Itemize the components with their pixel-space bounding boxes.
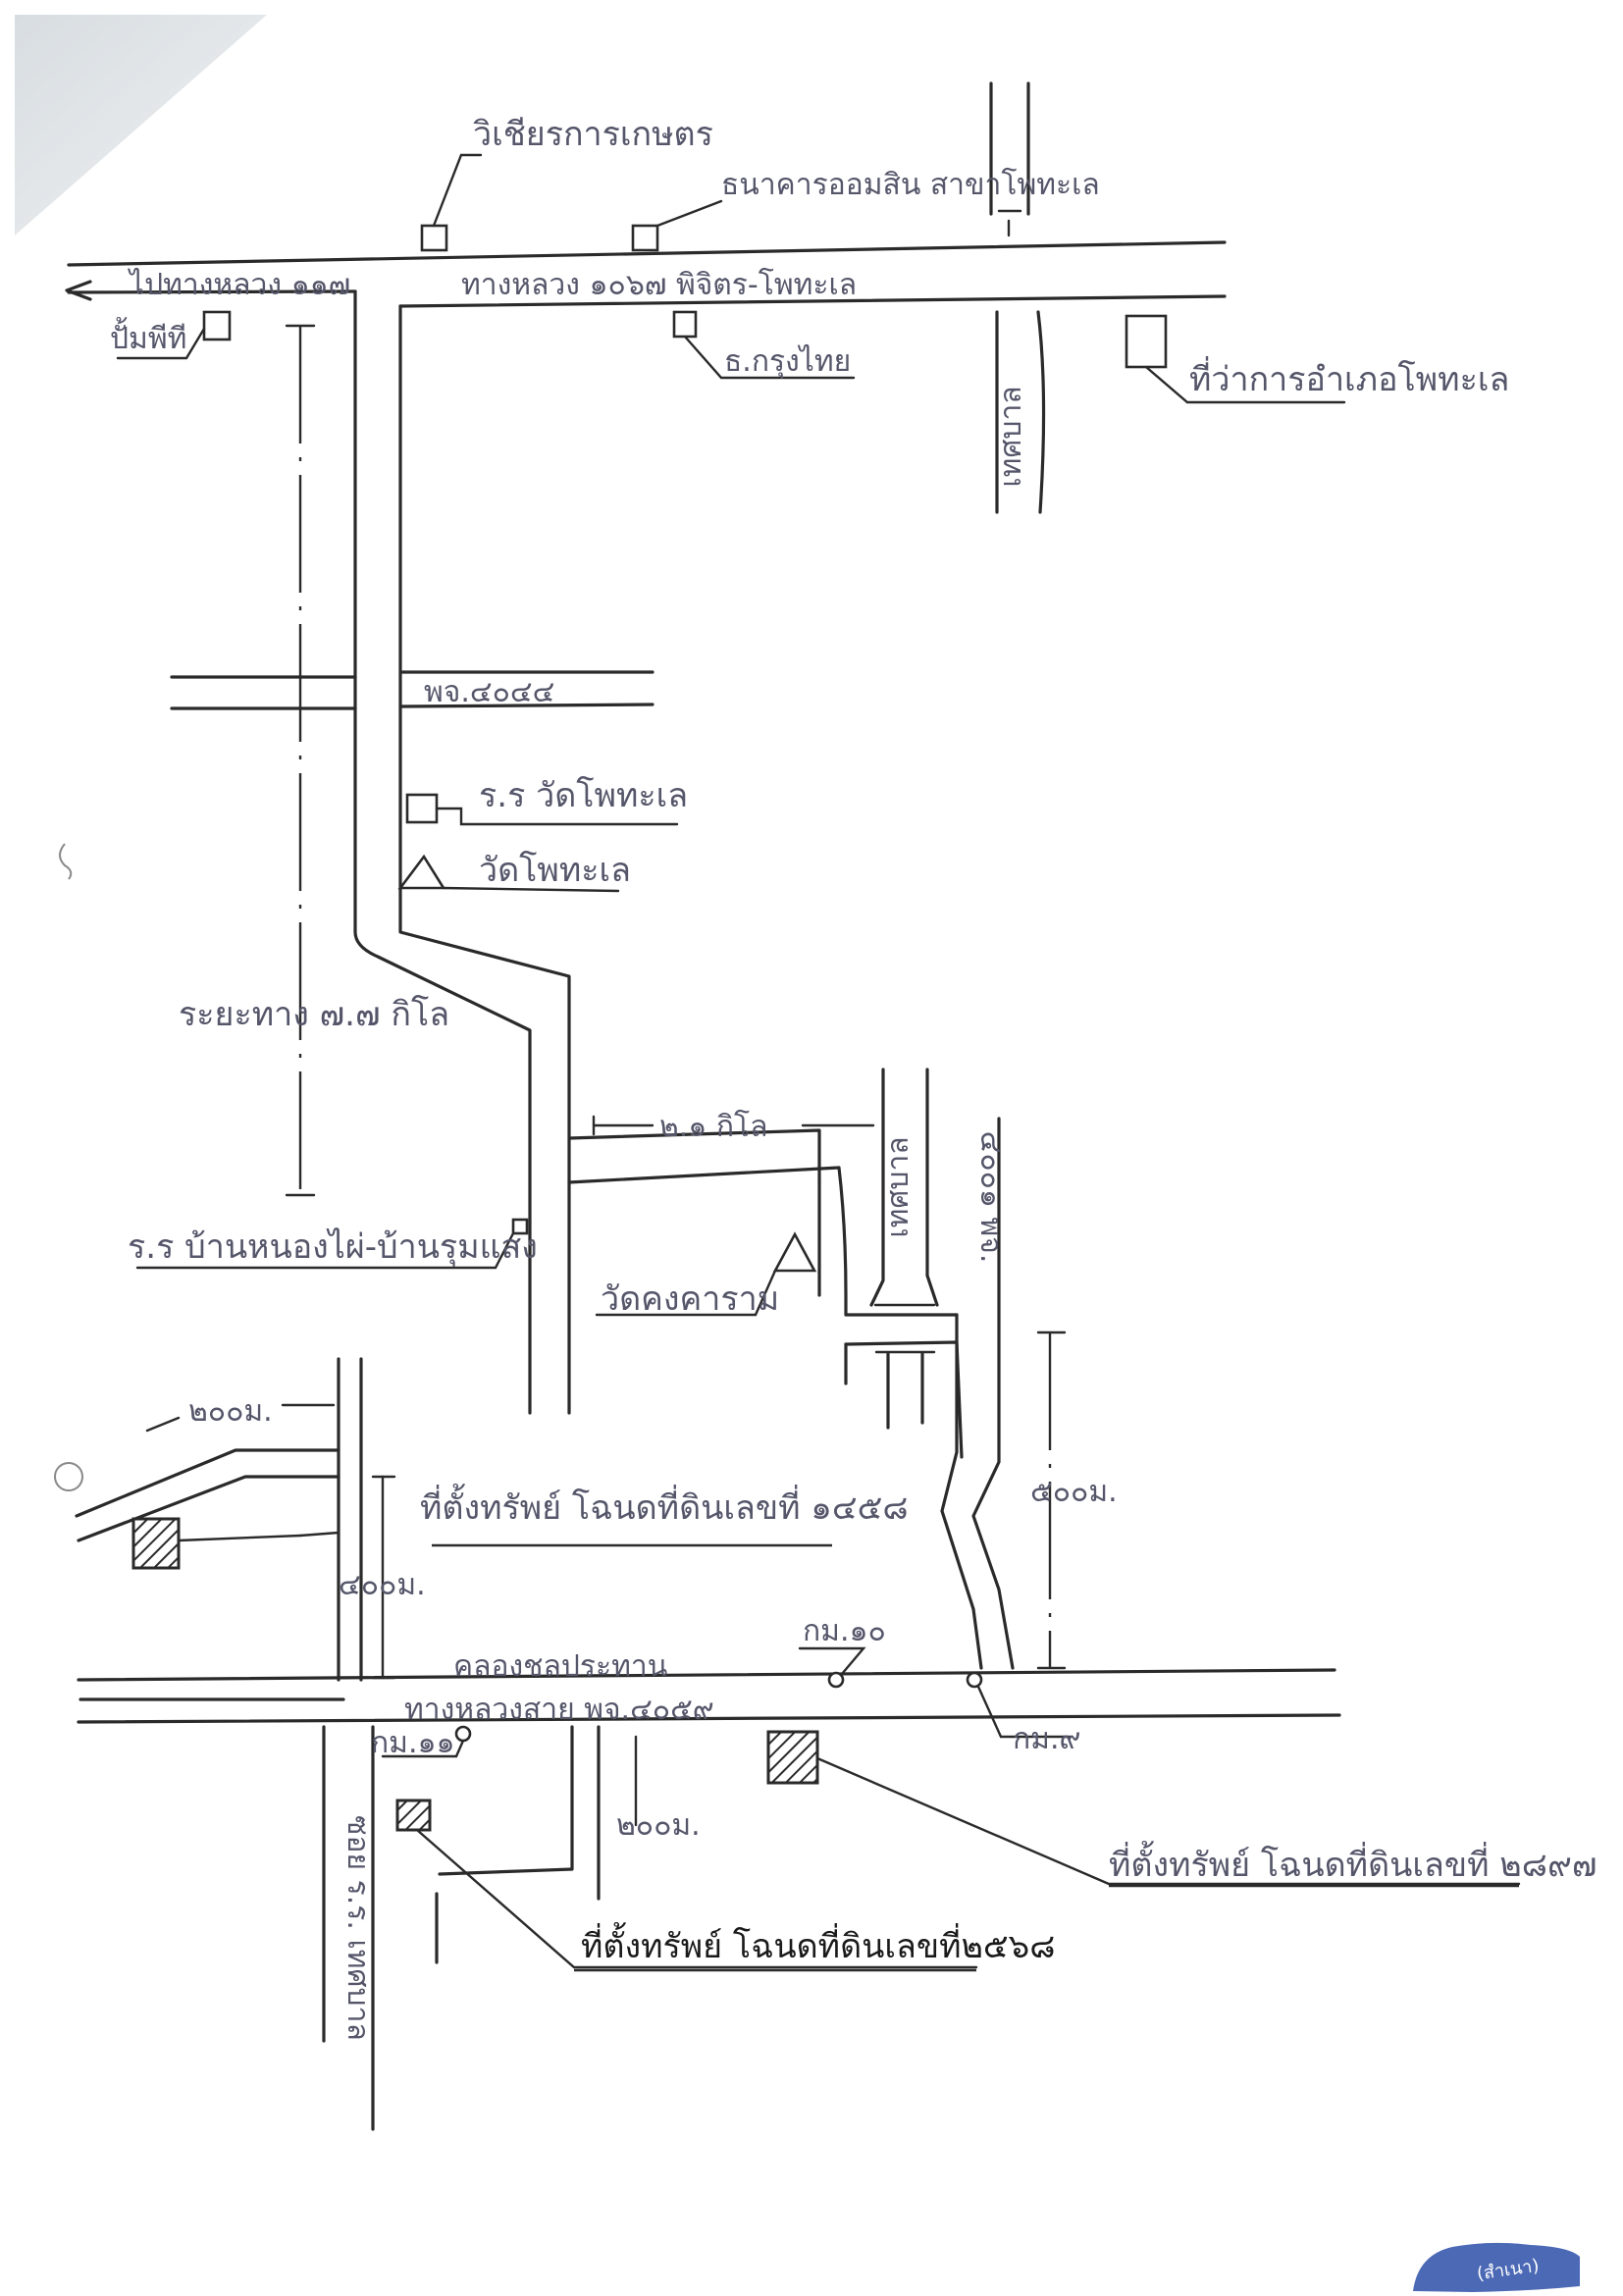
label-road-4001: ๔๐๐๑ พจ. xyxy=(973,1131,1008,1264)
left-diagonal-road xyxy=(75,1448,340,1542)
highway-1067 xyxy=(65,240,1227,308)
label-agri-office: วิเชียรการเกษตร xyxy=(473,115,713,154)
label-road-pj4044: พจ.๔๐๔๔ xyxy=(424,675,554,709)
label-distance-21: ๒.๑ กิโล xyxy=(659,1109,768,1144)
label-distance-total: ระยะทาง ๗.๗ กิโล xyxy=(179,995,449,1034)
margin-mark-1 xyxy=(59,843,73,880)
label-gas-station: ปั้มพีที xyxy=(110,317,186,356)
km11-post xyxy=(454,1725,472,1743)
blue-stamp: (สำเนา) xyxy=(1413,2242,1580,2292)
label-school-wat-photale: ร.ร วัดโพทะเล xyxy=(479,776,688,815)
label-tesaban-top: เทศบาล xyxy=(994,386,1028,487)
distance-line-200m-top xyxy=(145,1416,181,1433)
tesaban-road-middle: เทศบาล xyxy=(869,1068,939,1430)
label-tesaban-middle: เทศบาล xyxy=(881,1136,916,1237)
wat-khongkharam-marker xyxy=(772,1231,817,1273)
label-highway-117: ไปทางหลวง ๑๑๗ xyxy=(128,267,350,302)
district-office-marker xyxy=(1125,314,1168,369)
property3-access-road xyxy=(435,1725,601,1964)
label-property-2568: ที่ตั้งทรัพย์ โฉนดที่ดินเลขที่๒๕๖๘ xyxy=(581,1922,1055,1966)
km10-post xyxy=(827,1671,845,1689)
gas-station-marker xyxy=(202,310,232,341)
main-road xyxy=(353,289,571,1415)
label-dist-200-bottom: ๒๐๐ม. xyxy=(616,1808,701,1843)
label-highway-4059: ทางหลวงสาย พจ.๔๐๕๙ xyxy=(404,1693,714,1727)
ktb-bank-marker xyxy=(672,310,698,339)
folded-corner xyxy=(15,15,267,235)
wat-photale-marker xyxy=(397,854,446,890)
label-property-1458: ที่ตั้งทรัพย์ โฉนดที่ดินเลขที่ ๑๔๕๘ xyxy=(420,1484,909,1528)
road-pj4001: ๔๐๐๑ พจ. xyxy=(940,1117,1015,1670)
property-2568-marker xyxy=(395,1799,432,1832)
school-nongphai-marker xyxy=(511,1218,529,1235)
south-road: ซอย ร.ร. เทศบาล xyxy=(322,1725,375,2131)
label-wat-khongkharam: วัดคงคาราม xyxy=(601,1279,779,1319)
label-dist-200-top: ๒๐๐ม. xyxy=(188,1394,273,1429)
label-gsb-bank: ธนาคารออมสิน สาขาโพทะเล xyxy=(721,167,1100,202)
road-pj4044 xyxy=(170,670,654,710)
photale-road: เทศบาล xyxy=(994,310,1046,514)
label-km10: กม.๑๐ xyxy=(803,1614,886,1648)
gsb-bank-marker xyxy=(631,224,659,252)
lower-vertical-road xyxy=(337,1357,363,1682)
label-school-nongphai: ร.ร บ้านหนองไผ่-บ้านรุมแสง xyxy=(128,1227,538,1267)
north-side-road xyxy=(989,81,1030,237)
highway-4059 xyxy=(77,1668,1341,1724)
margin-mark-2 xyxy=(54,1462,83,1491)
label-district-office: ที่ว่าการอำเภอโพทะเล xyxy=(1189,356,1509,399)
property-1458-marker xyxy=(131,1517,181,1570)
label-dist-500: ๕๐๐ม. xyxy=(1030,1475,1118,1509)
km9-post xyxy=(966,1671,983,1689)
label-dist-400: ๔๐๐ม. xyxy=(339,1568,426,1602)
label-canal: คลองชลประทาน xyxy=(453,1649,667,1684)
label-property-2897: ที่ตั้งทรัพย์ โฉนดที่ดินเลขที่ ๒๘๙๗ xyxy=(1109,1841,1597,1885)
label-school-tesaban-south: ซอย ร.ร. เทศบาล xyxy=(340,1815,375,2041)
label-ktb-bank: ธ.กรุงไทย xyxy=(724,343,851,380)
label-km9: กม.๙ xyxy=(1013,1722,1080,1756)
label-km11: กม.๑๑ xyxy=(371,1726,455,1760)
school-wat-photale-marker xyxy=(405,793,439,824)
label-highway-1067: ทางหลวง ๑๐๖๗ พิจิตร-โพทะเล xyxy=(461,267,857,302)
property-2897-marker xyxy=(766,1730,819,1785)
agri-office-marker xyxy=(420,224,448,252)
label-wat-photale: วัดโพทะเล xyxy=(479,851,631,890)
